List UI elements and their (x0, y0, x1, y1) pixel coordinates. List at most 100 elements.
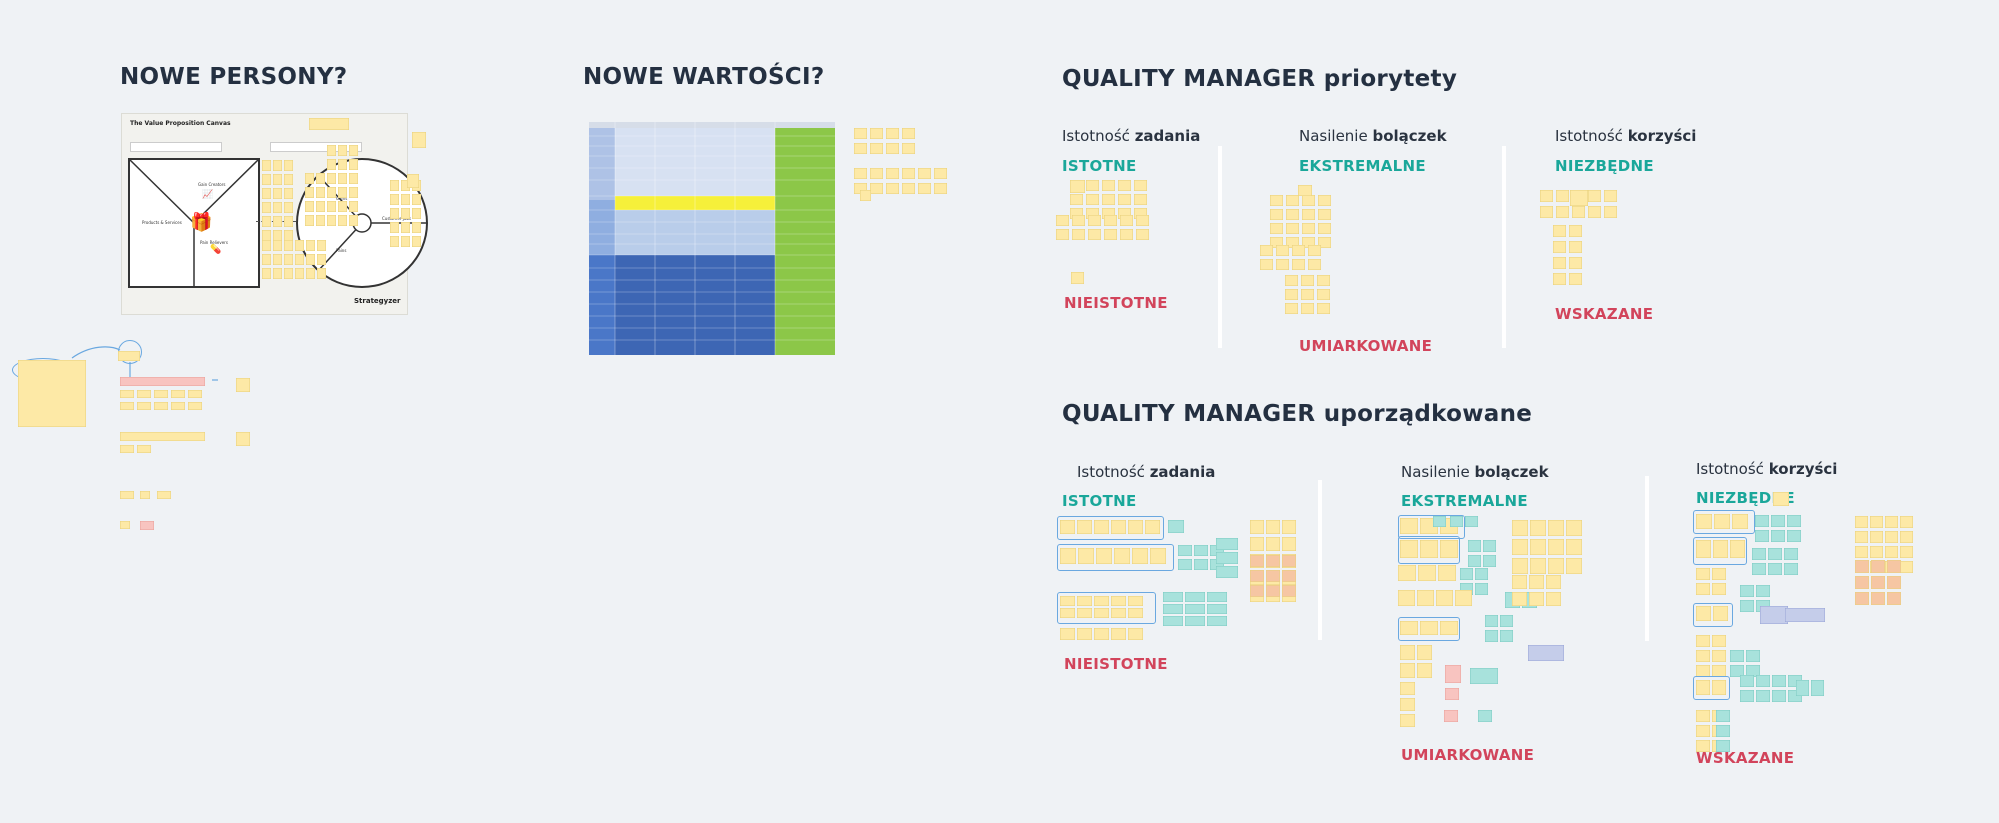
sticky-note[interactable] (1500, 615, 1513, 627)
sticky-note[interactable] (1072, 229, 1085, 240)
sticky-note[interactable] (1468, 540, 1481, 552)
sticky-note[interactable] (1077, 608, 1092, 618)
sticky-note[interactable] (1163, 616, 1183, 626)
sticky-note[interactable] (273, 174, 282, 185)
sticky-note[interactable] (1696, 665, 1710, 677)
sticky-note[interactable] (886, 128, 899, 139)
sticky-note[interactable] (1094, 520, 1109, 534)
sticky-note[interactable] (412, 222, 421, 233)
sticky-note[interactable] (1128, 596, 1143, 606)
sticky-note[interactable] (1292, 259, 1305, 270)
group-frame[interactable] (1057, 592, 1156, 624)
sticky-note[interactable] (273, 240, 282, 251)
sticky-note[interactable] (1056, 229, 1069, 240)
sticky-note[interactable] (1885, 516, 1898, 528)
sticky-note[interactable] (338, 187, 347, 198)
sticky-note[interactable] (1060, 548, 1076, 564)
sticky-note[interactable] (1478, 710, 1492, 722)
sticky-note[interactable] (401, 236, 410, 247)
sticky-note[interactable] (306, 268, 315, 279)
sticky-note[interactable] (1696, 635, 1710, 647)
sticky-note[interactable] (1756, 675, 1770, 687)
sticky-note[interactable] (1900, 516, 1913, 528)
sticky-note[interactable] (284, 188, 293, 199)
sticky-note[interactable] (1436, 590, 1453, 606)
sticky-note[interactable] (1194, 545, 1208, 556)
sticky-note[interactable] (1588, 206, 1601, 218)
sticky-note[interactable] (338, 215, 347, 226)
sticky-note[interactable] (262, 254, 271, 265)
sticky-note[interactable] (870, 168, 883, 179)
group-frame[interactable] (1398, 617, 1460, 641)
sticky-note[interactable] (1696, 740, 1710, 752)
sticky-note[interactable] (157, 491, 171, 499)
sticky-note[interactable] (1732, 514, 1748, 529)
sticky-note[interactable] (1787, 515, 1801, 527)
sticky-note[interactable] (1136, 215, 1149, 226)
sticky-note[interactable] (1276, 259, 1289, 270)
sticky-note[interactable] (1134, 180, 1147, 191)
sticky-note[interactable] (316, 187, 325, 198)
sticky-note[interactable] (1712, 635, 1726, 647)
sticky-note[interactable] (1286, 223, 1299, 234)
sticky-note[interactable] (1150, 548, 1166, 564)
sticky-note[interactable] (1400, 518, 1418, 534)
sticky-note[interactable] (1855, 531, 1868, 543)
sticky-note[interactable] (188, 402, 202, 410)
sticky-note[interactable] (1712, 583, 1726, 595)
sticky-note[interactable] (1784, 563, 1798, 575)
sticky-note[interactable] (306, 254, 315, 265)
sticky-note[interactable] (1420, 621, 1438, 635)
sticky-note[interactable] (390, 236, 399, 247)
sticky-note[interactable] (401, 180, 410, 191)
sticky-note[interactable] (137, 402, 151, 410)
sticky-note[interactable] (1285, 275, 1298, 286)
sticky-note[interactable] (316, 201, 325, 212)
sticky-note[interactable] (338, 201, 347, 212)
sticky-note[interactable] (1716, 725, 1730, 737)
sticky-note[interactable] (1548, 520, 1564, 536)
sticky-note[interactable] (349, 159, 358, 170)
group-frame[interactable] (1693, 537, 1747, 565)
sticky-note[interactable] (390, 180, 399, 191)
sticky-note[interactable] (1528, 645, 1564, 661)
sticky-note[interactable] (1433, 516, 1446, 527)
sticky-note[interactable] (1740, 675, 1754, 687)
sticky-note[interactable] (284, 240, 293, 251)
sticky-note[interactable] (401, 194, 410, 205)
sticky-note[interactable] (273, 216, 282, 227)
sticky-note[interactable] (1746, 650, 1760, 662)
persona-note-yellow-row[interactable] (120, 432, 205, 441)
sticky-note[interactable] (1755, 515, 1769, 527)
sticky-note[interactable] (1250, 585, 1264, 597)
sticky-note[interactable] (1096, 548, 1112, 564)
sticky-note[interactable] (1900, 531, 1913, 543)
sticky-note[interactable] (1566, 539, 1582, 555)
sticky-note[interactable] (1475, 583, 1488, 595)
sticky-note[interactable] (120, 491, 134, 499)
sticky-note[interactable] (1250, 570, 1264, 582)
sticky-note[interactable] (305, 187, 314, 198)
sticky-note[interactable] (1134, 194, 1147, 205)
sticky-note[interactable] (1398, 590, 1415, 606)
sticky-note[interactable] (188, 390, 202, 398)
sticky-note[interactable] (120, 390, 134, 398)
sticky-note[interactable] (1740, 600, 1754, 612)
sticky-note[interactable] (295, 268, 304, 279)
sticky-note[interactable] (1696, 583, 1710, 595)
sticky-note[interactable] (118, 351, 140, 361)
sticky-note[interactable] (1400, 645, 1415, 660)
sticky-note[interactable] (1540, 206, 1553, 218)
sticky-note[interactable] (1569, 273, 1582, 285)
sticky-note[interactable] (1318, 223, 1331, 234)
sticky-note[interactable] (1714, 514, 1730, 529)
sticky-note[interactable] (1870, 516, 1883, 528)
sticky-note[interactable] (1398, 565, 1416, 581)
sticky-note[interactable] (1111, 596, 1126, 606)
sticky-note[interactable] (1302, 237, 1315, 248)
sticky-note[interactable] (1102, 194, 1115, 205)
sticky-note[interactable] (1060, 520, 1075, 534)
sticky-note[interactable] (1418, 565, 1436, 581)
sticky-note[interactable] (1887, 560, 1901, 573)
sticky-note[interactable] (284, 216, 293, 227)
